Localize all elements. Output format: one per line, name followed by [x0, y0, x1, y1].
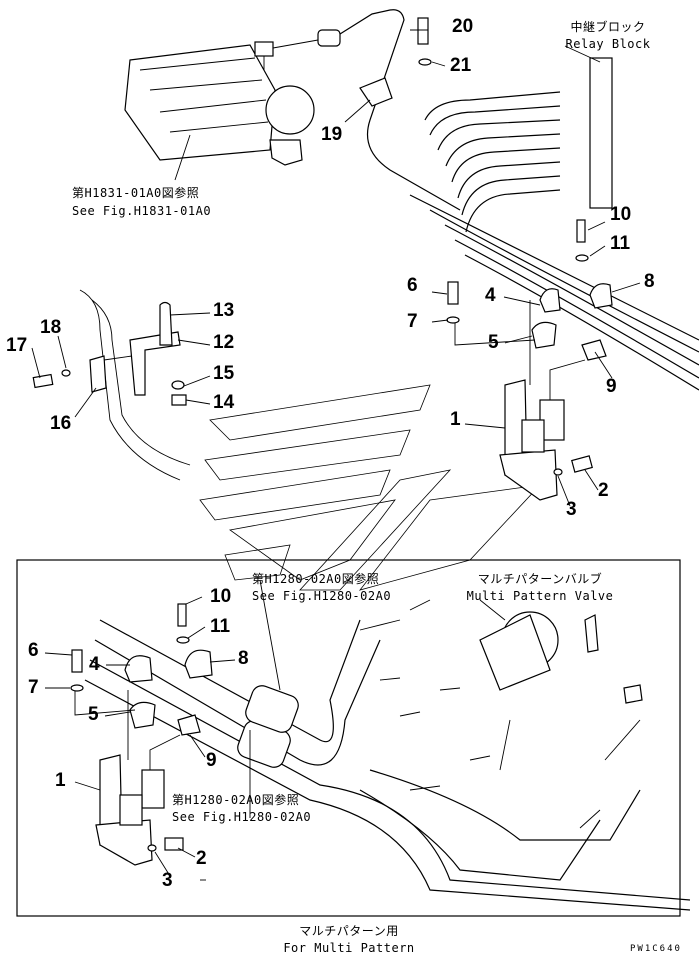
inset-clamp-bracket [70, 603, 213, 866]
inset-part-number-8: 8 [238, 648, 249, 669]
part-number-19: 19 [321, 124, 343, 145]
part-number-2: 2 [598, 480, 609, 501]
watermark-logo [199, 384, 542, 591]
hose-bundle-upper [409, 57, 699, 391]
part-number-5: 5 [488, 332, 499, 353]
part-number-20: 20 [452, 16, 474, 37]
part-number-1: 1 [450, 409, 461, 430]
inset-part-number-10: 10 [210, 586, 232, 607]
inset-caption-en: For Multi Pattern [283, 941, 415, 955]
part-number-7: 7 [407, 311, 418, 332]
inset-see-fig-bottom-jp: 第H1280-02A0図参照 [172, 793, 300, 807]
inset-part-number-3: 3 [162, 870, 173, 891]
inset-part-number-11: 11 [210, 616, 231, 637]
inset-part-number-7: 7 [28, 677, 39, 698]
inset-part-number-5: 5 [88, 704, 99, 725]
inset-hoses [84, 599, 691, 911]
left-bracket-group [32, 289, 191, 481]
part-number-10: 10 [610, 204, 632, 225]
inset-part-number-9: 9 [206, 750, 217, 771]
part-number-9: 9 [606, 376, 617, 397]
inset-part-number-2: 2 [196, 848, 207, 869]
part-number-17: 17 [6, 335, 28, 356]
part-number-11: 11 [610, 233, 631, 254]
part-number-13: 13 [213, 300, 235, 321]
relay-block-label-jp: 中継ブロック [570, 20, 646, 34]
part-number-18: 18 [40, 317, 62, 338]
inset-part-number-4: 4 [89, 654, 100, 675]
see-fig-label-en: See Fig.H1831-01A0 [72, 204, 212, 218]
inset-see-fig-top-jp: 第H1280-02A0図参照 [252, 572, 380, 586]
figure-code: PW1C640 [630, 944, 682, 954]
part-number-3: 3 [566, 499, 577, 520]
upper-clamp-bracket [417, 17, 613, 501]
inset-part-number-6: 6 [28, 640, 39, 661]
part-number-12: 12 [213, 332, 235, 353]
see-fig-label-jp: 第H1831-01A0図参照 [72, 186, 200, 200]
part-number-4: 4 [485, 285, 496, 306]
inset-caption-jp: マルチパターン用 [299, 924, 399, 938]
inset-part-number-1: 1 [55, 770, 66, 791]
leader-lines [31, 29, 641, 881]
multi-pattern-valve-jp: マルチパターンバルブ [477, 572, 603, 586]
part-number-6: 6 [407, 275, 418, 296]
part-number-14: 14 [213, 392, 235, 413]
inset-see-fig-top-en: See Fig.H1280-02A0 [252, 589, 392, 603]
multi-pattern-valve-en: Multi Pattern Valve [466, 589, 614, 603]
inset-see-fig-bottom-en: See Fig.H1280-02A0 [172, 810, 312, 824]
part-number-16: 16 [50, 413, 72, 434]
part-number-21: 21 [450, 55, 472, 76]
inset-frame [16, 559, 681, 917]
part-number-15: 15 [213, 363, 235, 384]
control-valve-assembly [124, 9, 461, 211]
part-number-8: 8 [644, 271, 655, 292]
relay-block-label-en: Relay Block [565, 37, 651, 51]
